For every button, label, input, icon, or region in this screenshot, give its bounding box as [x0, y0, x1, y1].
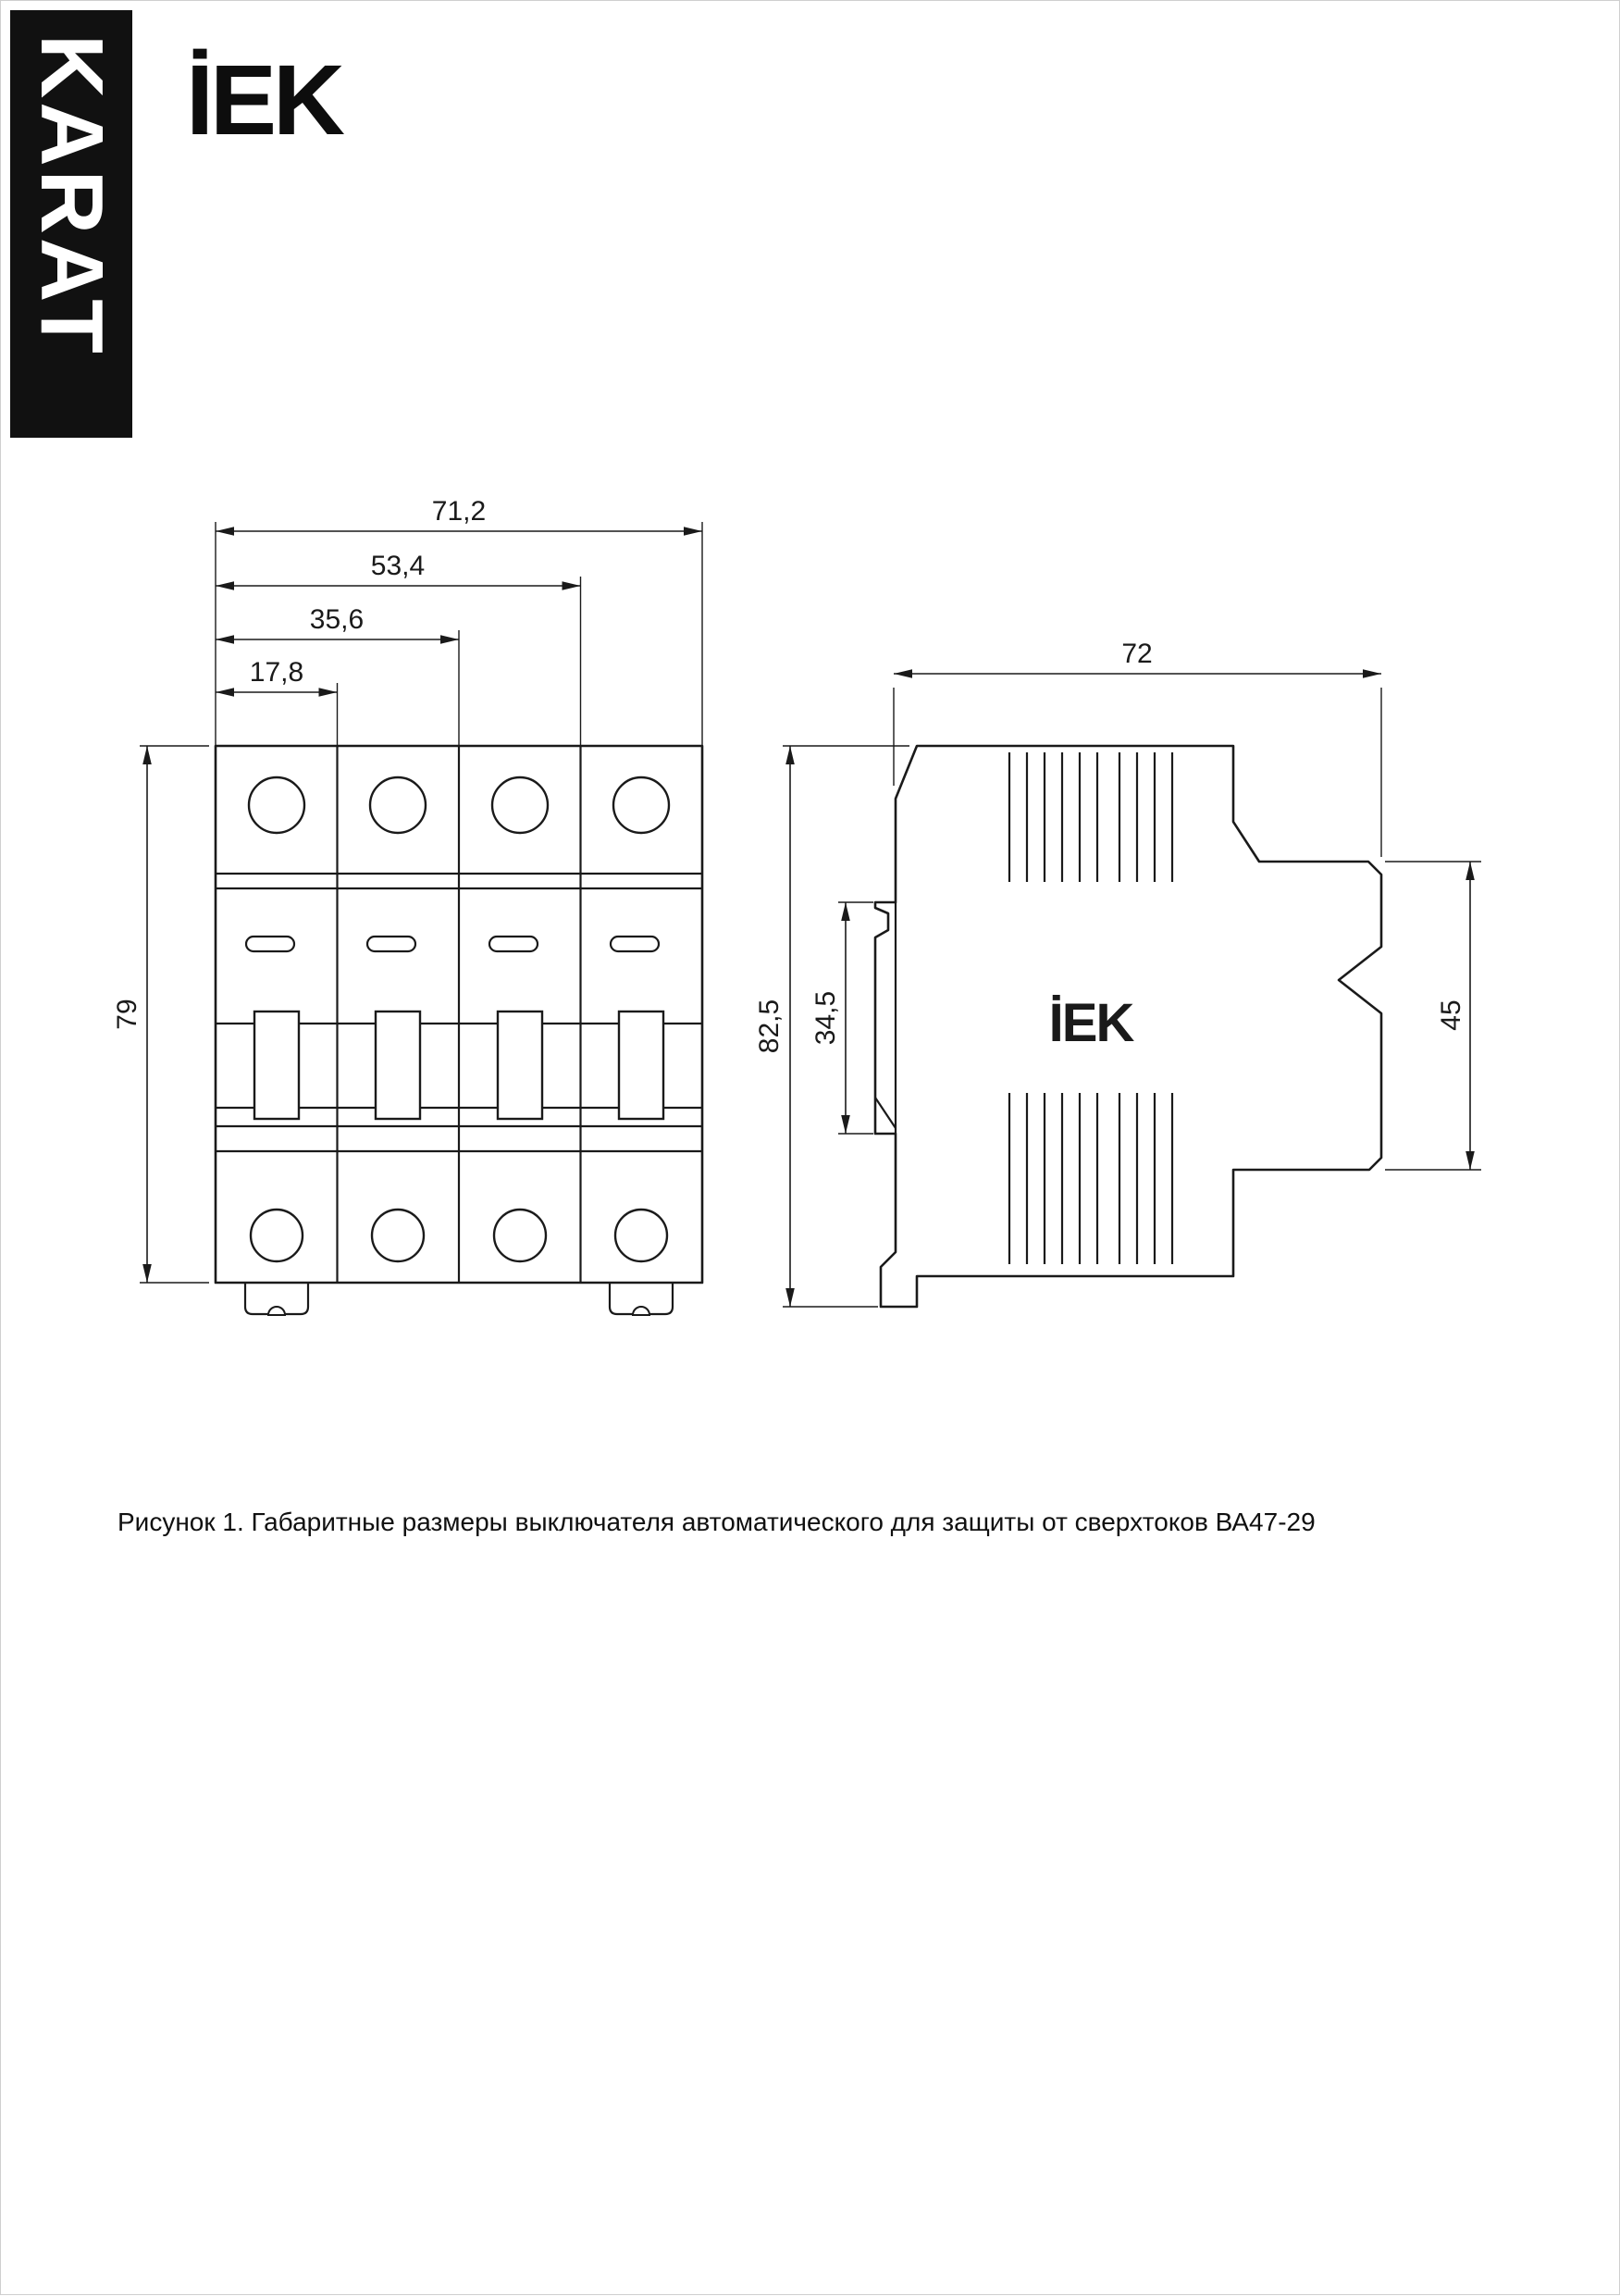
label-slot	[609, 935, 661, 953]
side-din-section-dimension: 34,5	[810, 901, 873, 1135]
figure-caption: Рисунок 1. Габаритные размеры выключател…	[117, 1508, 1316, 1536]
karat-brand-label: KARAT	[22, 34, 121, 357]
terminal-screw-circle	[368, 776, 427, 835]
dim-front-width-total: 71,2	[432, 496, 486, 527]
front-top-terminal-screws	[247, 776, 671, 835]
front-label-slots	[244, 935, 661, 953]
side-total-height-dimension: 82,5	[754, 745, 909, 1308]
toggle-handle	[496, 1010, 544, 1121]
iek-logo: İEK	[186, 43, 345, 155]
terminal-screw-circle	[492, 1208, 548, 1263]
front-din-clips	[243, 1283, 674, 1316]
toggle-handle	[617, 1010, 665, 1121]
dim-front-height: 79	[112, 999, 142, 1029]
toggle-handle	[253, 1010, 301, 1121]
dim-front-width-three-modules: 53,4	[371, 551, 425, 581]
side-body-iek-logo: İEK	[1049, 993, 1135, 1053]
terminal-screw-circle	[249, 1208, 304, 1263]
terminal-screw-circle	[490, 776, 550, 835]
side-din-rail-details	[874, 902, 897, 1134]
dim-side-width: 72	[1121, 639, 1152, 669]
front-view: 71,2 53,4 35,6 17,8 79	[112, 496, 704, 1316]
front-width-dimensions: 71,2 53,4 35,6 17,8	[215, 496, 703, 746]
front-bottom-terminal-screws	[249, 1208, 669, 1263]
front-height-dimension: 79	[112, 745, 209, 1284]
karat-brand-banner: KARAT	[10, 10, 132, 438]
din-clip-notch	[631, 1306, 651, 1316]
side-terminal-depth-dimension: 45	[1385, 861, 1481, 1171]
breaker-side-profile	[873, 744, 1383, 1309]
side-width-dimension: 72	[893, 639, 1382, 857]
side-vent-ribs	[1008, 752, 1174, 1264]
din-clip-notch	[266, 1306, 287, 1316]
label-slot	[365, 935, 417, 953]
terminal-screw-circle	[370, 1208, 426, 1263]
terminal-screw-circle	[247, 776, 306, 835]
side-view: İEK 72 82,5 34,5	[754, 639, 1481, 1309]
dim-side-din-section: 34,5	[810, 991, 841, 1045]
dim-side-height-total: 82,5	[754, 999, 785, 1053]
label-slot	[244, 935, 296, 953]
toggle-handle	[374, 1010, 422, 1121]
front-toggle-handles	[253, 1010, 665, 1121]
front-module-dividers	[336, 746, 582, 1283]
label-slot	[488, 935, 539, 953]
dim-front-width-two-modules: 35,6	[310, 604, 364, 635]
dim-side-terminal-depth: 45	[1436, 999, 1466, 1030]
dim-front-width-one-module: 17,8	[250, 657, 303, 688]
terminal-screw-circle	[613, 1208, 669, 1263]
terminal-screw-circle	[612, 776, 671, 835]
